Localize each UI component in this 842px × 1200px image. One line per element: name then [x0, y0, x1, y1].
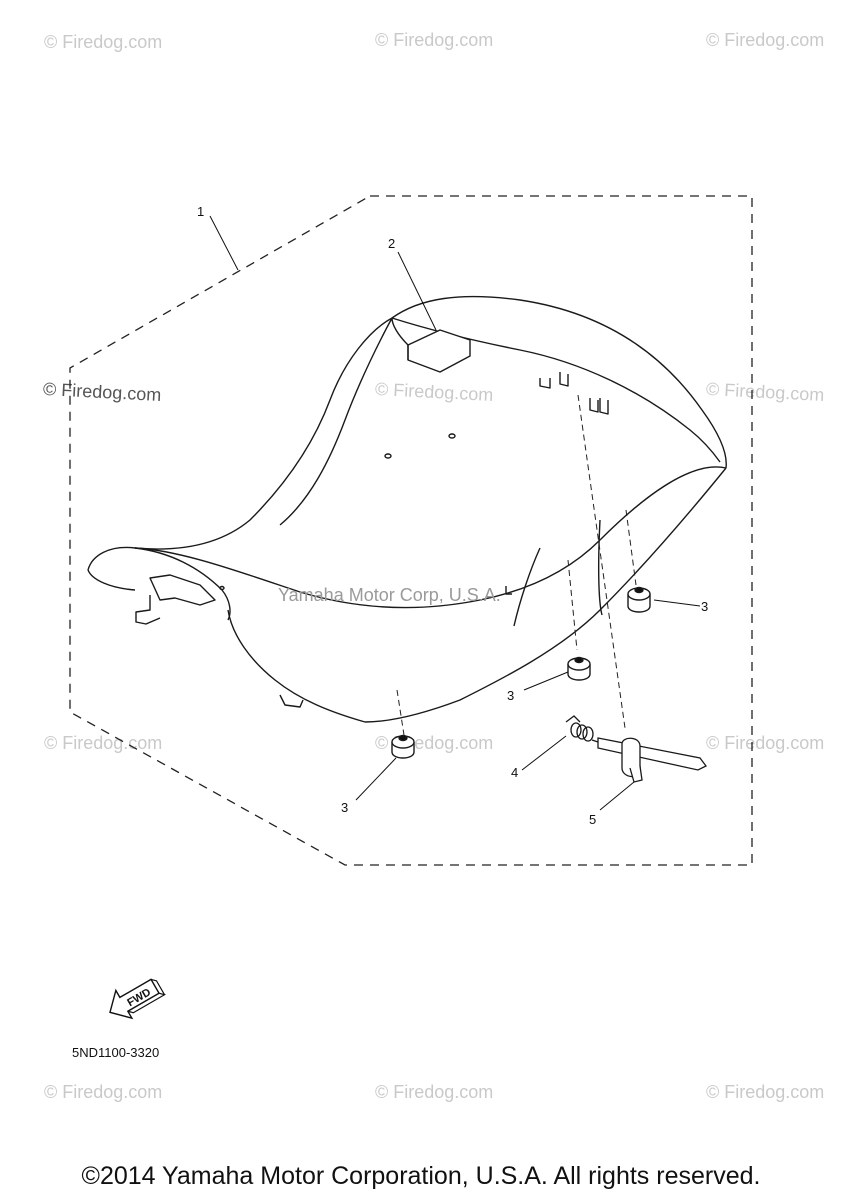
part-number: 5ND1100-3320 — [72, 1045, 160, 1060]
watermark-bottom-center: © Firedog.com — [375, 1082, 494, 1102]
seat-lock-hook — [597, 737, 707, 783]
watermark-low-right: © Firedog.com — [706, 733, 825, 753]
seat-body — [87, 295, 727, 723]
watermark-bottom-right: © Firedog.com — [706, 1082, 825, 1102]
callout-4: 4 — [511, 765, 518, 780]
fwd-arrow-icon: FWD — [109, 978, 167, 1020]
damper-rubber — [391, 586, 651, 759]
watermark-top-right: © Firedog.com — [706, 30, 825, 50]
callout-1: 1 — [197, 204, 204, 219]
assembly-boundary — [69, 195, 753, 866]
callout-3a: 3 — [701, 599, 708, 614]
callout-5: 5 — [589, 812, 596, 827]
watermark-top-center: © Firedog.com — [375, 30, 494, 50]
callout-3c: 3 — [341, 800, 348, 815]
center-watermark: Yamaha Motor Corp, U.S.A. — [278, 585, 501, 605]
fwd-label: FWD — [125, 986, 153, 1009]
watermark-low-left: © Firedog.com — [44, 733, 163, 753]
seat-lock-spring — [565, 715, 599, 743]
copyright-notice: ©2014 Yamaha Motor Corporation, U.S.A. A… — [81, 1162, 761, 1190]
mounting-guide-lines — [396, 394, 637, 736]
leader-lines — [209, 215, 701, 811]
callout-2: 2 — [388, 236, 395, 251]
callout-3b: 3 — [507, 688, 514, 703]
watermark-top-left: © Firedog.com — [44, 32, 163, 52]
watermark-bottom-left: © Firedog.com — [44, 1082, 163, 1102]
